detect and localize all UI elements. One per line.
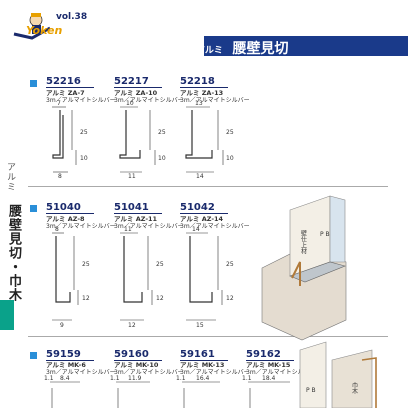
wall-finish-label: 壁仕上材: [300, 229, 307, 254]
profile-az11: [120, 232, 153, 321]
side-label-material: アルミ: [5, 162, 15, 192]
dim-top: 8: [55, 226, 59, 233]
section-marker: [30, 352, 37, 359]
dim-height: 12: [226, 295, 234, 302]
section-divider: [28, 336, 388, 337]
profile-az8: [52, 232, 79, 321]
section-marker: [30, 205, 37, 212]
side-tab-marker: [0, 300, 14, 330]
section-marker: [30, 80, 37, 87]
side-label-category: 腰壁見切・巾木: [6, 204, 21, 302]
product-code: 52216: [46, 76, 94, 88]
dim-bottom: 14: [196, 173, 204, 180]
dim-height: 10: [226, 155, 234, 162]
dim-width: 8.4: [60, 375, 70, 382]
product-code: 59159: [46, 349, 94, 361]
dim-top: 10: [126, 100, 134, 107]
title-bar: [104, 36, 408, 56]
dim-thickness: 1.1: [110, 375, 120, 382]
dim-top: 14: [192, 226, 200, 233]
title-material: アルミ: [196, 46, 223, 56]
dim-height: 25: [156, 261, 164, 268]
mascot-icon: [13, 13, 51, 40]
section-divider: [28, 186, 388, 187]
brand-logo: vol.38 Yoken: [4, 4, 94, 40]
profile-az14: [186, 232, 223, 321]
board-label: P B: [320, 231, 330, 238]
profile-mk: [50, 381, 290, 408]
dim-height: 25: [80, 129, 88, 136]
dim-width: 16.4: [196, 375, 210, 382]
board-label: P B: [306, 387, 316, 394]
dim-height: 25: [158, 129, 166, 136]
product-code: 51041: [114, 202, 162, 214]
product-code: 59160: [114, 349, 162, 361]
dim-bottom: 12: [128, 322, 136, 329]
dim-height: 25: [226, 261, 234, 268]
product-code: 52217: [114, 76, 162, 88]
logo-word: Yoken: [26, 24, 63, 37]
dim-width: 18.4: [262, 375, 276, 382]
dim-thickness: 1.1: [176, 375, 186, 382]
dim-bottom: 15: [196, 322, 204, 329]
dim-bottom: 11: [128, 173, 136, 180]
installation-illustration-2: P B 巾木: [299, 341, 377, 408]
dim-bottom: 9: [60, 322, 64, 329]
product-code: 52218: [180, 76, 228, 88]
dim-top: 11: [124, 226, 132, 233]
dim-thickness: 1.1: [242, 375, 252, 382]
dim-height: 10: [80, 155, 88, 162]
product-code: 59161: [180, 349, 228, 361]
dim-top: 13: [195, 100, 203, 107]
volume-label: vol.38: [56, 12, 88, 22]
dim-top: 7: [57, 100, 61, 107]
installation-illustration: 壁仕上材 P B: [261, 195, 347, 341]
product-code: 51042: [180, 202, 228, 214]
dim-height: 12: [82, 295, 90, 302]
title-main: 腰壁見切: [232, 41, 289, 57]
dim-thickness: 1.1: [44, 375, 54, 382]
dim-height: 10: [158, 155, 166, 162]
page-title: アルミ 腰壁見切: [196, 38, 289, 58]
dim-height: 12: [156, 295, 164, 302]
product-code: 59162: [246, 349, 294, 361]
dim-width: 11.9: [128, 375, 142, 382]
baseboard-label: 巾木: [351, 381, 358, 395]
dim-bottom: 8: [58, 173, 62, 180]
profile-za13: [185, 106, 224, 173]
product-code: 51040: [46, 202, 94, 214]
dim-height: 25: [82, 261, 90, 268]
dim-height: 25: [226, 129, 234, 136]
profile-za7: [52, 106, 77, 173]
profile-za10: [119, 106, 156, 173]
